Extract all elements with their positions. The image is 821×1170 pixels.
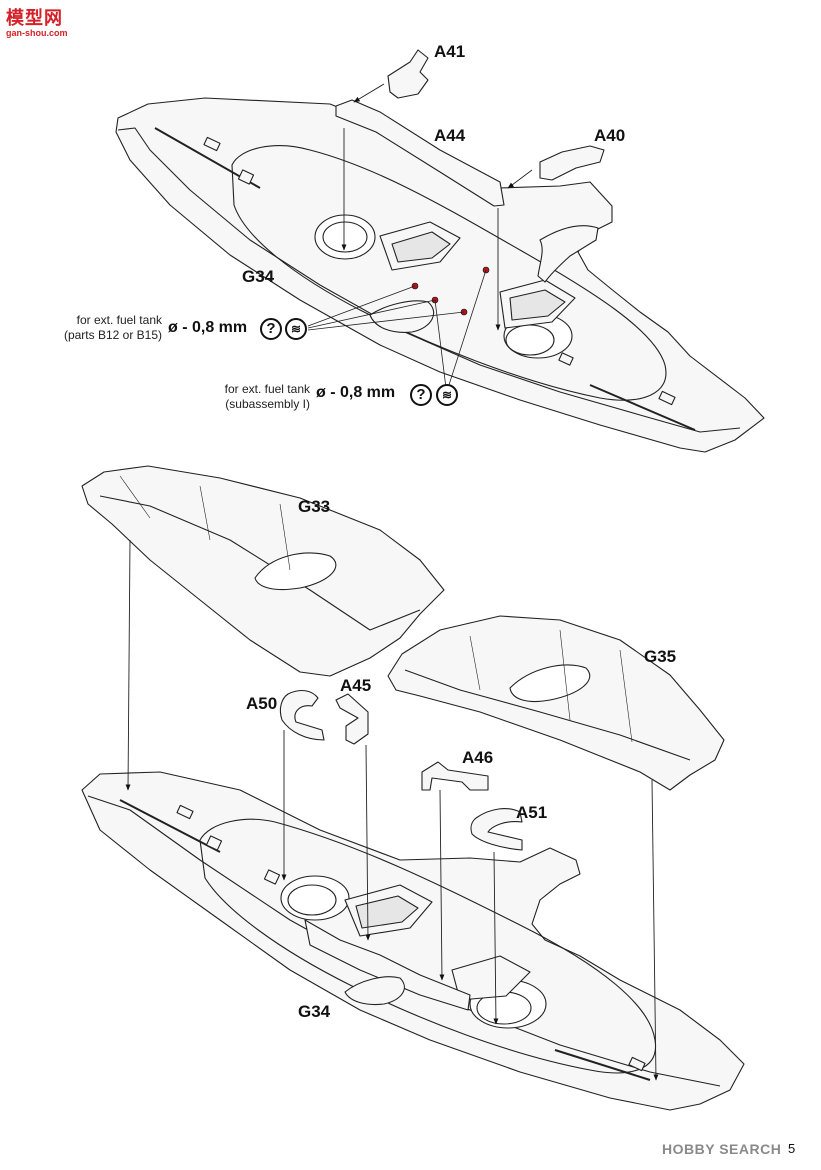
label-a46: A46: [462, 748, 494, 767]
note1-line1: for ext. fuel tank: [76, 313, 162, 327]
drill-size-1: ø - 0,8 mm: [168, 319, 248, 336]
part-a45: [335, 693, 369, 745]
note2-line2: (subassembly I): [225, 397, 310, 411]
optional-question-icon: ?: [260, 318, 282, 340]
hobby-search-watermark: HOBBY SEARCH: [662, 1141, 782, 1157]
note1-line2: (parts B12 or B15): [63, 328, 162, 342]
part-a46: [421, 761, 489, 791]
note2-line1: for ext. fuel tank: [224, 382, 310, 396]
part-a41: [387, 49, 429, 99]
page-number: 5: [788, 1141, 796, 1156]
label-g34-bottom: G34: [298, 1002, 331, 1021]
watermark-brand: 模型网: [6, 8, 63, 29]
label-a45: A45: [340, 676, 372, 695]
note-fuel-tank-parts: for ext. fuel tank (parts B12 or B15): [40, 313, 162, 343]
drill-size-2: ø - 0,8 mm: [316, 384, 396, 401]
label-a41: A41: [434, 42, 466, 61]
label-a40: A40: [594, 126, 626, 145]
drill-bit-icon: ≋: [285, 318, 307, 340]
label-a44: A44: [434, 126, 466, 145]
drill-bit-icon: ≋: [436, 384, 458, 406]
label-g34-top: G34: [242, 267, 275, 286]
part-a50: [279, 689, 325, 741]
optional-question-icon: ?: [410, 384, 432, 406]
assembly-arrows: [125, 83, 659, 1081]
lower-wing-g34-top: [115, 97, 765, 453]
watermark-logo: 模型网 gan-shou.com: [6, 4, 76, 38]
upper-wing-g35: [387, 615, 725, 791]
part-a44: [335, 99, 505, 207]
label-g33: G33: [298, 497, 331, 516]
label-a51: A51: [516, 803, 548, 822]
watermark-url: gan-shou.com: [6, 28, 68, 38]
part-a51: [470, 808, 523, 851]
note-leader-lines: [307, 269, 487, 389]
label-g35: G35: [644, 647, 677, 666]
part-a40: [539, 145, 605, 181]
note-fuel-tank-subassembly: for ext. fuel tank (subassembly I): [206, 382, 310, 412]
lower-wing-g34-bottom: [81, 771, 745, 1111]
label-a50: A50: [246, 694, 278, 713]
